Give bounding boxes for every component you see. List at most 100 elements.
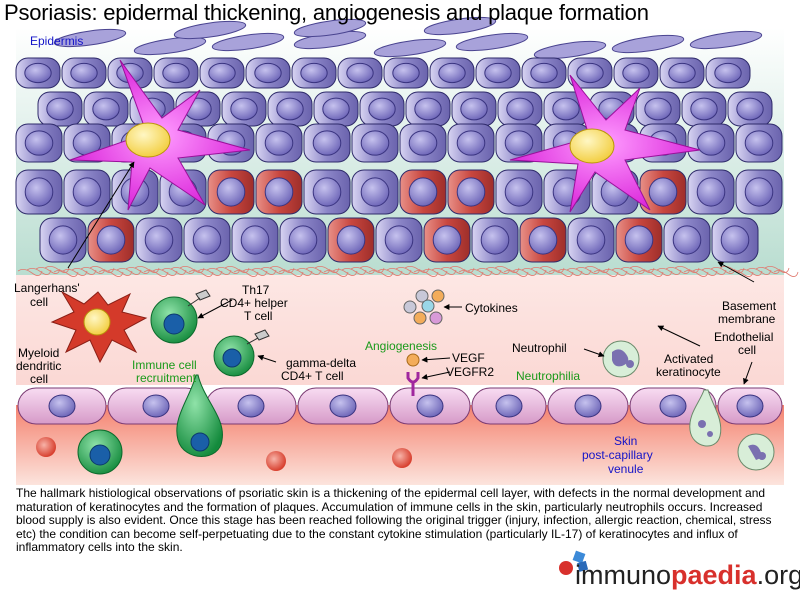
keratinocyte-nucleus — [230, 97, 258, 121]
collagen-fibre — [242, 269, 268, 276]
collagen-fibre — [512, 269, 538, 276]
extravasating-t-cell — [176, 374, 223, 457]
keratinocyte-nucleus — [208, 62, 236, 84]
collagen-fibre — [746, 268, 772, 275]
collagen-fibre — [341, 268, 367, 275]
venule-label-line2: post-capillary — [582, 448, 653, 462]
keratinocyte-nucleus — [624, 225, 654, 255]
cytokines-label: Cytokines — [465, 301, 518, 315]
keratinocyte-nucleus — [408, 177, 438, 207]
endothelial-label-line2: cell — [738, 343, 756, 357]
collagen-fibre — [692, 269, 718, 276]
collagen-fibre — [440, 267, 466, 274]
collagen-fibre — [98, 270, 124, 277]
basement-membrane-label-line2: membrane — [718, 312, 776, 326]
keratinocyte-nucleus — [144, 225, 174, 255]
myeloid-label-line2: dendritic — [16, 359, 61, 373]
endothelial-nucleus — [237, 394, 265, 418]
keratinocyte-nucleus — [264, 130, 294, 156]
flattened-keratinocyte — [53, 28, 127, 48]
collagen-fibre — [530, 267, 556, 274]
collagen-fibre — [503, 270, 529, 277]
keratinocyte-nucleus — [460, 97, 488, 121]
keratinocyte-nucleus — [622, 62, 650, 84]
angiogenesis-label: Angiogenesis — [365, 339, 437, 353]
neutrophil-lumen — [737, 433, 775, 471]
collagen-fibre — [656, 268, 682, 275]
keratinocyte-nucleus — [48, 225, 78, 255]
collagen-fibre — [206, 268, 232, 275]
keratinocyte-nucleus — [360, 177, 390, 207]
collagen-fibre — [593, 270, 619, 277]
keratinocyte-nucleus — [576, 62, 604, 84]
flattened-keratinocytes — [53, 16, 763, 60]
immunopaedia-logo-icon — [559, 550, 589, 575]
flattened-keratinocyte — [211, 32, 285, 52]
myeloid-label-line3: cell — [30, 372, 48, 386]
keratinocyte-nucleus — [92, 97, 120, 121]
keratinocyte-nucleus — [480, 225, 510, 255]
cytokine-particles — [403, 289, 445, 325]
keratinocyte-nucleus — [736, 97, 764, 121]
keratinocyte-nucleus — [506, 97, 534, 121]
keratinocyte-nucleus — [322, 97, 350, 121]
collagen-fibre — [116, 268, 142, 275]
collagen-fibre — [701, 268, 727, 275]
collagen-fibre — [476, 268, 502, 275]
collagen-fibre — [62, 269, 88, 276]
flattened-keratinocyte — [423, 16, 497, 36]
langerhans-label-line2: cell — [30, 295, 48, 309]
neutrophil-dermis — [602, 340, 640, 378]
gamma-delta-t-cell — [213, 329, 270, 377]
collagen-fibre — [683, 270, 709, 277]
keratinocyte-nucleus — [312, 130, 342, 156]
keratinocyte-nucleus — [72, 177, 102, 207]
gamma-delta-label-line1: gamma-delta — [286, 356, 356, 370]
myeloid-label-line1: Myeloid — [18, 346, 59, 360]
neutrophilia-label: Neutrophilia — [516, 369, 580, 383]
keratinocyte-nucleus — [714, 62, 742, 84]
epidermis-label: Epidermis — [30, 34, 83, 48]
keratinocyte-nucleus — [276, 97, 304, 121]
collagen-fibre — [485, 267, 511, 274]
collagen-fibre — [566, 268, 592, 275]
keratinocyte-nucleus — [240, 225, 270, 255]
keratinocyte-nucleus — [70, 62, 98, 84]
keratinocyte-nucleus — [576, 225, 606, 255]
collagen-fibre — [278, 270, 304, 277]
keratinocyte-nucleus — [216, 177, 246, 207]
collagen-fibre — [395, 267, 421, 274]
keratinocyte-nucleus — [288, 225, 318, 255]
th17-label-line2: CD4+ helper — [220, 296, 288, 310]
immunopaedia-logo[interactable]: immunopaedia.org — [575, 560, 800, 591]
collagen-fibre — [260, 267, 286, 274]
neutrophil-transmigrating — [689, 389, 722, 447]
keratinocyte-nucleus — [744, 177, 774, 207]
collagen-fibre — [296, 268, 322, 275]
collagen-fibre — [467, 269, 493, 276]
dermis-region — [16, 275, 784, 385]
collagen-fibre — [161, 268, 187, 275]
collagen-fibre — [233, 270, 259, 277]
vegf-label: VEGF — [452, 351, 485, 365]
vegfr2-label: VEGFR2 — [446, 365, 494, 379]
keratinocyte-nucleus — [668, 62, 696, 84]
collagen-fibre — [215, 267, 241, 274]
keratinocyte-nucleus — [696, 130, 726, 156]
keratinocyte-nucleus — [504, 177, 534, 207]
endothelial-nucleus — [495, 394, 523, 418]
logo-text-part3: .org — [756, 560, 800, 590]
page-title: Psoriasis: epidermal thickening, angioge… — [4, 0, 649, 25]
venule-label-line1: Skin — [614, 434, 637, 448]
venule-label-line3: venule — [608, 462, 644, 476]
immune-recruitment-label-line2: recruitment — [136, 371, 197, 385]
collagen-fibre — [170, 267, 196, 274]
keratinocyte-nucleus — [720, 225, 750, 255]
keratinocyte-nucleus — [408, 130, 438, 156]
endothelial-label-line1: Endothelial — [714, 330, 773, 344]
keratinocyte-nucleus — [438, 62, 466, 84]
collagen-fibre — [152, 269, 178, 276]
flattened-keratinocyte — [611, 34, 685, 54]
collagen-fibre — [620, 267, 646, 274]
neutrophil-label: Neutrophil — [512, 341, 567, 355]
